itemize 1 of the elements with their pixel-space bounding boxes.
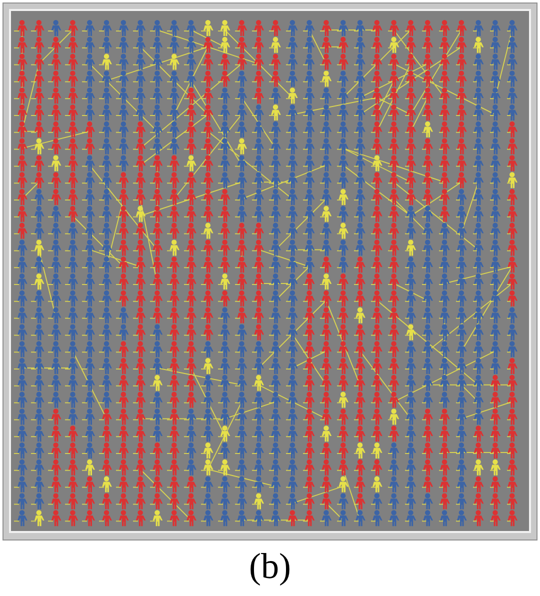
- figure-caption: (b): [249, 545, 291, 588]
